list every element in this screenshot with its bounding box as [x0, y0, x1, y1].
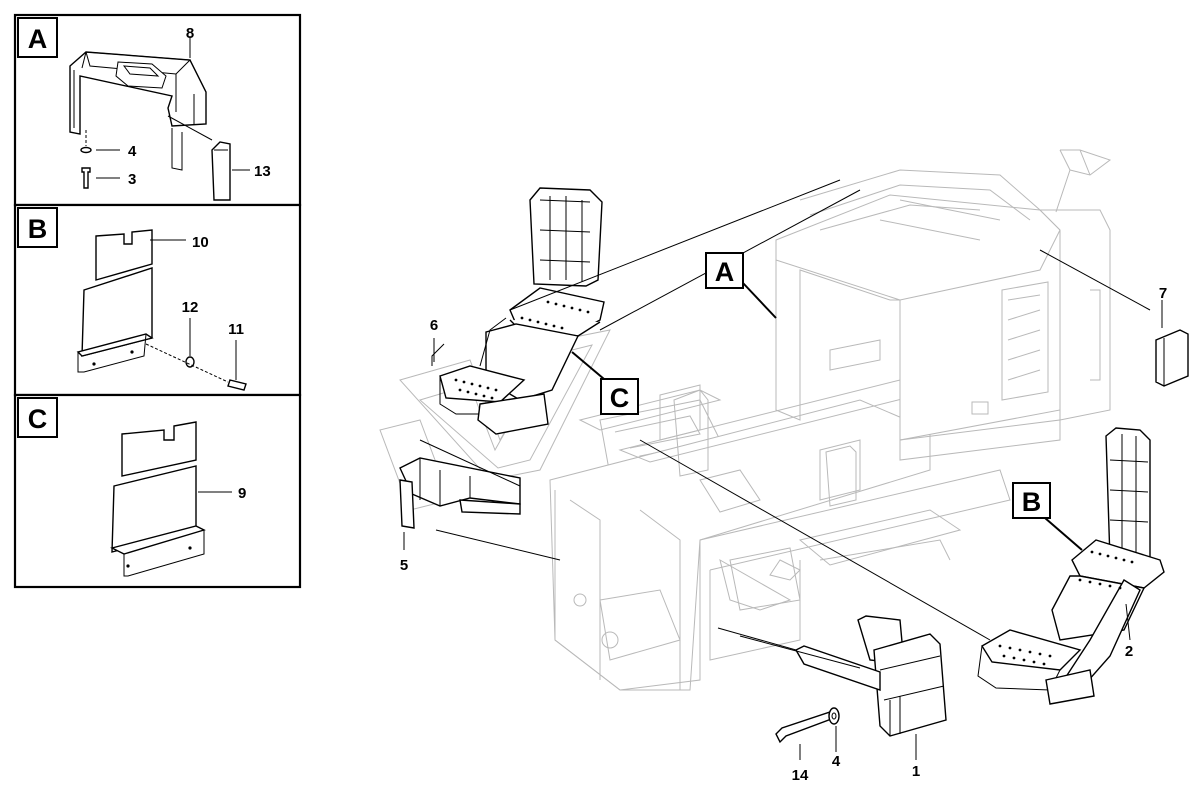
panel-b-letter: B [28, 214, 48, 244]
callout-a-letter: A [715, 257, 735, 287]
strip-part-13 [211, 141, 231, 201]
label-part-14: 14 [792, 767, 809, 784]
label-part-4: 4 [832, 753, 841, 770]
washer-part-4 [828, 707, 840, 725]
machine-frame [379, 149, 1112, 691]
detail-panel-a: A 8 4 3 13 [13, 13, 302, 207]
washer-bolt-11-12 [145, 343, 247, 391]
detail-panel-b: B 10 12 11 [13, 203, 302, 397]
label-part-8: 8 [186, 25, 194, 42]
plate-part-9 [110, 421, 206, 577]
panel-c-letter: C [28, 404, 48, 434]
callout-b-letter: B [1022, 487, 1042, 517]
label-part-11: 11 [228, 321, 244, 338]
label-part-13: 13 [254, 163, 271, 180]
tread-dots-2 [998, 550, 1134, 666]
step-ladder-part-2 [977, 427, 1165, 705]
label-part-2: 2 [1125, 643, 1133, 660]
callout-a: A [705, 252, 777, 319]
cab-structure [775, 149, 1112, 461]
label-part-1: 1 [912, 763, 920, 780]
label-part-10: 10 [192, 234, 209, 251]
label-part-6: 6 [430, 317, 438, 334]
callout-c: C [571, 351, 639, 415]
cover-part-7 [1155, 329, 1189, 387]
label-part-9: 9 [238, 485, 246, 502]
label-part-7: 7 [1159, 285, 1167, 302]
label-part-12: 12 [182, 299, 199, 316]
tread-dots [454, 300, 590, 400]
step-part-1 [795, 615, 947, 737]
label-part-5: 5 [400, 557, 408, 574]
label-part-3: 3 [128, 171, 136, 188]
detail-panel-c: C 9 [13, 393, 302, 589]
washer-and-bolt [80, 130, 92, 189]
bracket-part-5 [399, 457, 521, 529]
label-part-4-panel: 4 [128, 143, 137, 160]
bolt-part-14 [775, 711, 836, 744]
callout-b: B [1012, 482, 1083, 551]
step-ladder-part-6 [431, 187, 605, 435]
panel-a-letter: A [28, 24, 48, 54]
plate-part-10 [76, 229, 154, 373]
callout-c-letter: C [610, 383, 630, 413]
